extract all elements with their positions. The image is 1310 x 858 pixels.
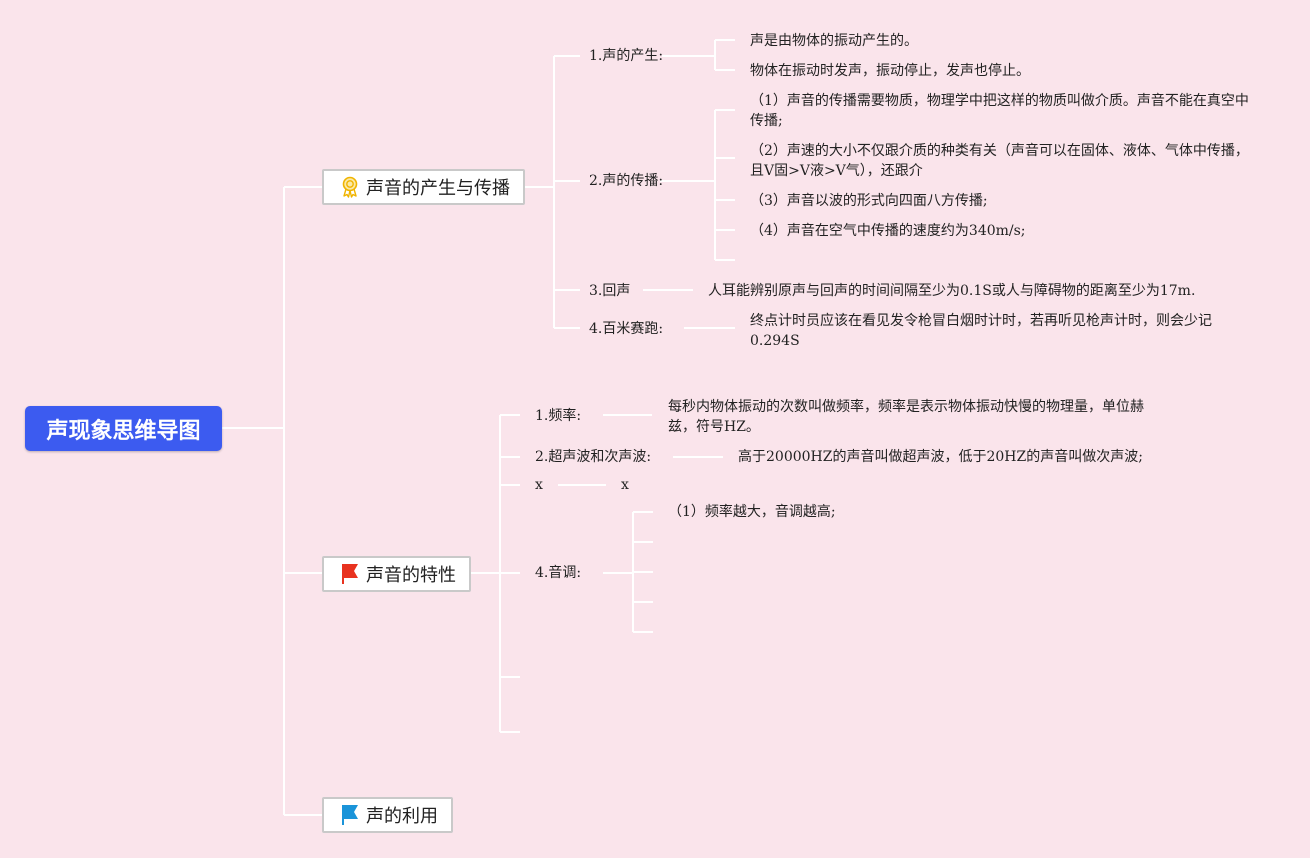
subtopic-echo[interactable]: 3.回声	[589, 283, 631, 299]
detail-text[interactable]: （3）声音以波的形式向四面八方传播;	[750, 193, 988, 209]
detail-text[interactable]: （4）声音在空气中传播的速度约为340m/s;	[750, 223, 1026, 239]
subtopic-sound-propagation[interactable]: 2.声的传播:	[589, 173, 664, 189]
detail-text[interactable]: 每秒内物体振动的次数叫做频率，频率是表示物体振动快慢的物理量，单位赫兹，符号HZ…	[668, 399, 1144, 435]
detail-text[interactable]: （2）声速的大小不仅跟介质的种类有关（声音可以在固体、液体、气体中传播，且V固>…	[750, 143, 1249, 179]
detail-text[interactable]: 终点计时员应该在看见发令枪冒白烟时计时，若再听见枪声计时，则会少记0.294S	[750, 313, 1212, 349]
branch-sound-production-propagation[interactable]: 声音的产生与传播	[322, 169, 525, 205]
detail-text[interactable]: 物体在振动时发声，振动停止，发声也停止。	[750, 63, 1030, 79]
detail-text[interactable]: 人耳能辨别原声与回声的时间间隔至少为0.1S或人与障碍物的距离至少为17m.	[708, 283, 1196, 299]
blue-flag-icon	[342, 805, 358, 825]
subtopic-placeholder[interactable]: x	[535, 477, 543, 493]
detail-text[interactable]: （1）频率越大，音调越高;	[668, 504, 836, 520]
subtopic-frequency[interactable]: 1.频率:	[535, 408, 582, 424]
detail-text[interactable]: x	[621, 477, 629, 493]
root-title: 声现象思维导图	[46, 418, 201, 444]
award-ribbon-icon	[342, 176, 358, 198]
branch-label: 声音的特性	[366, 565, 456, 586]
subtopic-sound-production[interactable]: 1.声的产生:	[589, 48, 664, 64]
subtopic-pitch[interactable]: 4.音调:	[535, 565, 582, 581]
red-flag-icon	[342, 564, 358, 584]
detail-text[interactable]: （1）声音的传播需要物质，物理学中把这样的物质叫做介质。声音不能在真空中传播;	[750, 93, 1249, 129]
branch-label: 声的利用	[366, 806, 438, 827]
subtopic-ultrasound-infrasound[interactable]: 2.超声波和次声波:	[535, 449, 652, 465]
root-topic[interactable]: 声现象思维导图	[25, 406, 222, 451]
branch-sound-applications[interactable]: 声的利用	[322, 797, 453, 833]
branch-sound-characteristics[interactable]: 声音的特性	[322, 556, 471, 592]
detail-text[interactable]: 声是由物体的振动产生的。	[750, 33, 918, 49]
subtopic-100m-race[interactable]: 4.百米赛跑:	[589, 321, 664, 337]
detail-text[interactable]: 高于20000HZ的声音叫做超声波，低于20HZ的声音叫做次声波;	[738, 449, 1143, 465]
branch-label: 声音的产生与传播	[366, 178, 510, 199]
